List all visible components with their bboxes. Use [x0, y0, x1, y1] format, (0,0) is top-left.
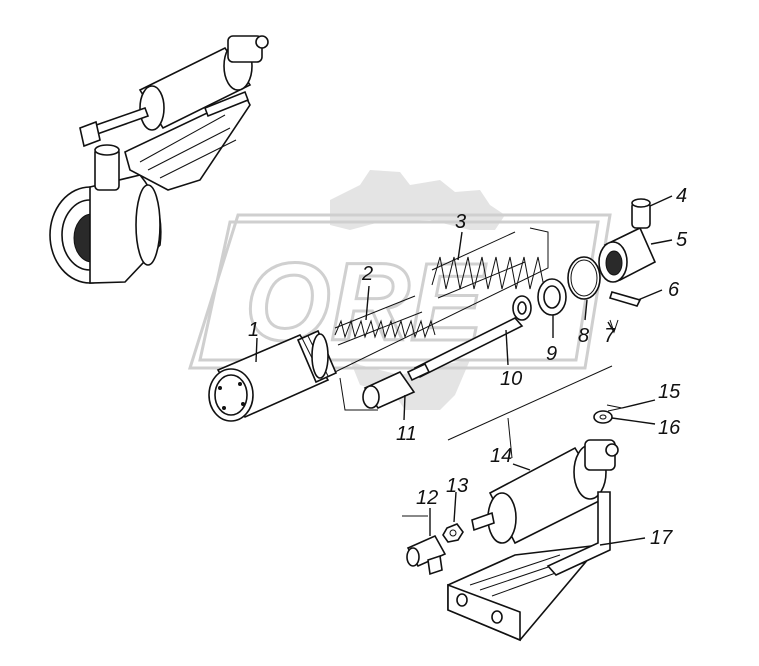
guide-line-4: [507, 417, 513, 459]
callout-3: 3: [455, 211, 466, 233]
callout-16: 16: [658, 417, 681, 439]
callout-17: 17: [650, 527, 673, 549]
assembled-valve-unit: [49, 35, 269, 284]
part-1-cylinder: [208, 329, 338, 422]
part-13-nut: [442, 523, 464, 543]
callout-labels: 1 2 3 4 5 6 7 8 9 10 11 12 13 14 15 16 1…: [248, 185, 688, 549]
part-2-small-spring: [334, 295, 436, 346]
callout-4: 4: [676, 185, 687, 207]
callout-8: 8: [578, 325, 589, 347]
leader-lines: [255, 195, 673, 546]
part-14-cylinder: [471, 439, 619, 545]
part-10-piston-rod: [406, 295, 532, 382]
callout-12: 12: [416, 487, 438, 509]
part-9-seal: [537, 278, 567, 316]
part-5-cover: [598, 226, 657, 283]
part-8-o-ring: [567, 256, 601, 300]
callout-11: 11: [396, 423, 417, 445]
part-4-bushing: [631, 198, 651, 229]
part-15-pin: [606, 404, 623, 412]
callout-15: 15: [658, 381, 681, 403]
watermark-frame: [187, 213, 612, 370]
watermark-logo: ORE: [187, 170, 612, 410]
part-6-pin: [608, 291, 642, 307]
callout-13: 13: [446, 475, 468, 497]
callout-2: 2: [361, 263, 373, 285]
callout-6: 6: [668, 279, 680, 301]
callout-5: 5: [676, 229, 688, 251]
part-17-bracket: [447, 491, 611, 642]
callout-7: 7: [604, 325, 616, 347]
guide-line-2: [339, 377, 378, 411]
callout-10: 10: [500, 368, 522, 390]
callout-1: 1: [248, 319, 259, 341]
part-16-washer: [593, 410, 613, 424]
part-12-tip: [406, 534, 447, 576]
guide-line-1: [334, 227, 549, 373]
callout-14: 14: [490, 445, 512, 467]
part-11-sleeve: [362, 370, 416, 410]
guide-line-3: [447, 365, 613, 441]
callout-9: 9: [546, 343, 557, 365]
part-3-large-spring: [431, 231, 545, 299]
